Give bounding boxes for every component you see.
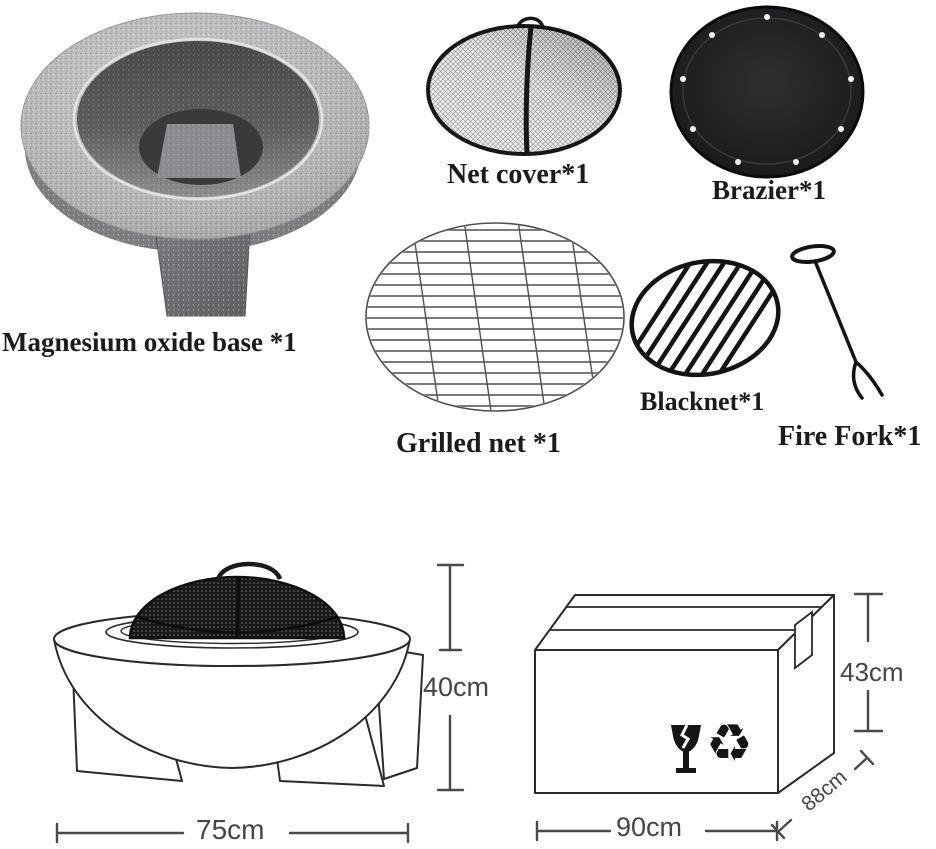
net-cover-label: Net cover*1 — [447, 159, 590, 190]
fire-fork-label: Fire Fork*1 — [778, 421, 922, 452]
blacknet-image — [625, 252, 787, 386]
box-height-dim: 43cm — [840, 657, 904, 687]
firepit-height-dim: 40cm — [423, 672, 490, 702]
recycle-icon: ♻ — [706, 714, 753, 774]
brazier-label: Brazier*1 — [712, 175, 826, 205]
grilled-net-label: Grilled net *1 — [396, 428, 561, 459]
blacknet-label: Blacknet*1 — [640, 387, 765, 416]
brazier-image — [669, 5, 865, 179]
grilled-net-image — [365, 222, 625, 412]
box-drawing — [534, 594, 835, 794]
firepit-drawing — [53, 561, 424, 787]
box-width-dim: 90cm — [616, 812, 683, 842]
firepit-width-dim: 75cm — [196, 814, 265, 845]
net-cover-image — [426, 16, 622, 156]
fragile-icon — [671, 724, 701, 773]
magnesium-oxide-base-image — [20, 12, 370, 317]
fire-fork-image — [790, 244, 884, 400]
base-label: Magnesium oxide base *1 — [2, 327, 297, 357]
